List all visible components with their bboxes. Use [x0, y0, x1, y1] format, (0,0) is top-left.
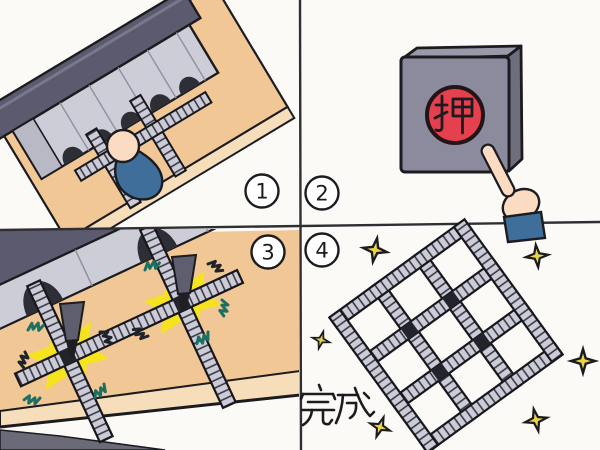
sleeve-icon — [502, 210, 547, 244]
grid-frame-left — [327, 308, 440, 450]
panel-4-badge: 4 — [304, 232, 340, 268]
machine-face-dividers-closeup — [0, 229, 209, 330]
panel-1-badge: 1 — [244, 173, 280, 209]
caption-complete: 完成 — [299, 383, 376, 427]
svg-text:1: 1 — [255, 180, 268, 204]
rebar-grid-icon — [327, 217, 565, 450]
panel-1 — [0, 0, 296, 228]
machine-face-endcap — [11, 117, 64, 180]
rebar-vertical-2 — [138, 229, 238, 410]
svg-text:3: 3 — [261, 241, 274, 265]
panel-2-badge: 2 — [304, 175, 340, 211]
wood-edge-line — [0, 393, 299, 429]
hand-icon — [105, 128, 141, 164]
pointing-finger-icon — [480, 143, 547, 244]
beam-highlight — [0, 0, 188, 122]
spot-welder-machine-icon — [0, 0, 296, 228]
panel-4: 完成 — [299, 217, 597, 450]
panel-number-badges: 1 2 3 4 — [244, 173, 340, 270]
finger — [482, 145, 514, 196]
electrode-icon — [58, 253, 198, 358]
panel-3-badge: 3 — [250, 234, 286, 270]
push-button-box-icon: 押 — [399, 44, 524, 174]
grid-weld-joints — [400, 290, 491, 381]
panel-2: 押 — [399, 44, 547, 244]
rebar-horizontal — [73, 90, 213, 183]
machine-face-closeup — [0, 229, 257, 360]
button-kanji-push — [433, 94, 474, 135]
horizontal-divider — [0, 220, 600, 232]
grid-frame-right — [452, 217, 565, 364]
board-shadow-strip — [0, 429, 166, 450]
svg-text:2: 2 — [315, 182, 328, 206]
svg-text:4: 4 — [315, 239, 328, 263]
panel-3 — [0, 229, 299, 450]
